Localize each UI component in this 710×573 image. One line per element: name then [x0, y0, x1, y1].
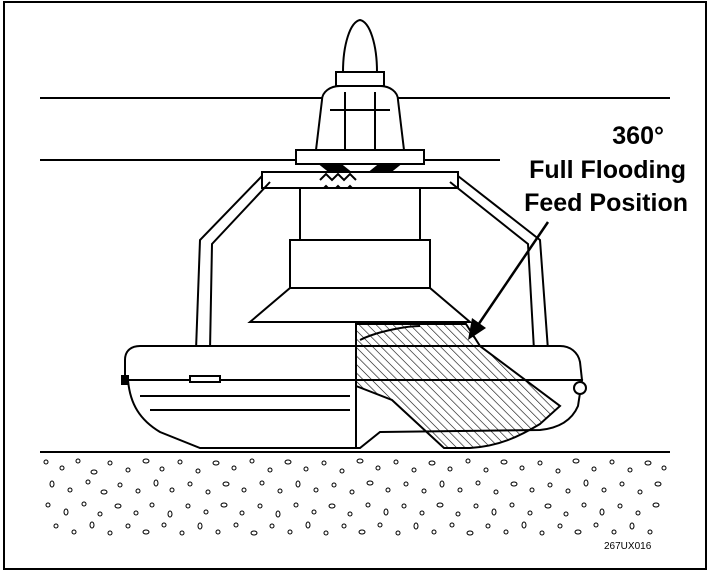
callout-arrow	[468, 221, 550, 340]
callout-angle: 360°	[612, 122, 664, 150]
flooding-feed-chute	[355, 323, 562, 449]
spreader-frame-arms	[195, 175, 549, 351]
hopper-throat	[247, 187, 473, 323]
shutter-collar	[261, 149, 459, 194]
callout-title-line1: Full Flooding	[529, 156, 686, 184]
gravel-ground	[43, 458, 667, 536]
spreader-cap	[314, 18, 406, 151]
figure-code: 267UX016	[604, 541, 652, 552]
figure-border	[3, 1, 707, 570]
callout-title-line2: Feed Position	[524, 189, 688, 217]
